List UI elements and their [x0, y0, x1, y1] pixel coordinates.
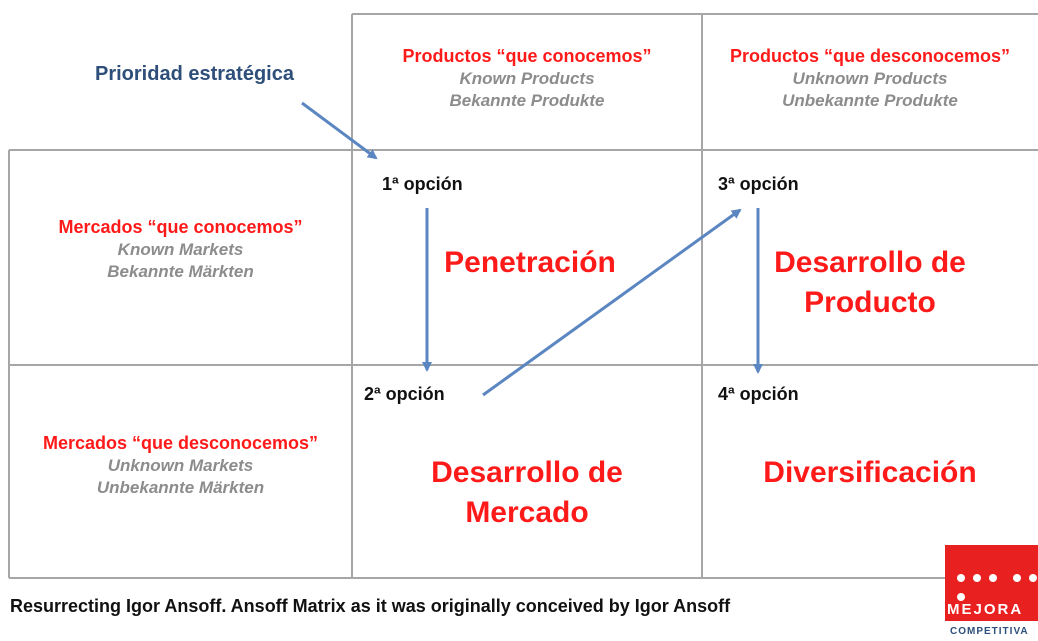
- logo-dot: [1013, 574, 1021, 582]
- col2-de: Unbekannte Produkte: [782, 91, 958, 110]
- strategy-mercado-line2: Mercado: [465, 496, 589, 529]
- row2-de: Unbekannte Märkten: [96, 478, 265, 497]
- strategy-penetracion-line1: Penetración: [444, 246, 616, 279]
- strategy-producto-line1: Desarrollo de: [774, 246, 966, 279]
- option-1-label: 1ª opción: [382, 174, 463, 194]
- logo-dot: [973, 574, 981, 582]
- arrow-priority: [301, 101, 378, 160]
- arrow-2-to-3: [482, 208, 742, 397]
- strategy-diversificacion: Diversificación: [702, 453, 1038, 493]
- strategy-mercado-line1: Desarrollo de: [431, 456, 623, 489]
- logo-dot: [989, 574, 997, 582]
- logo-subtitle: COMPETITIVA: [950, 626, 1029, 637]
- col2-es: Productos “que desconocemos”: [729, 46, 1011, 66]
- col2-en: Unknown Products: [792, 69, 948, 88]
- logo-name: MEJORA: [947, 601, 1024, 618]
- caption: Resurrecting Igor Ansoff. Ansoff Matrix …: [10, 596, 731, 616]
- strategy-desarrollo-producto: Desarrollo de Producto: [702, 243, 1038, 323]
- logo-dot: [957, 593, 965, 601]
- option-4-label: 4ª opción: [718, 384, 799, 404]
- option-2-label: 2ª opción: [364, 384, 445, 404]
- col1-en: Known Products: [459, 69, 595, 88]
- column-header-known-products: Productos “que conocemos” Known Products…: [352, 45, 702, 112]
- strategy-penetracion: Penetración: [380, 243, 680, 283]
- row2-en: Unknown Markets: [107, 456, 254, 475]
- option-3-label: 3ª opción: [718, 174, 799, 194]
- strategy-producto-line2: Producto: [804, 286, 936, 319]
- col1-es: Productos “que conocemos”: [402, 46, 652, 66]
- row-header-unknown-markets: Mercados “que desconocemos” Unknown Mark…: [9, 432, 352, 499]
- col1-de: Bekannte Produkte: [449, 91, 605, 110]
- mejora-logo: MEJORA: [945, 545, 1038, 621]
- row2-es: Mercados “que desconocemos”: [42, 433, 319, 453]
- strategy-diversificacion-line1: Diversificación: [763, 456, 977, 489]
- strategic-priority-label: Prioridad estratégica: [95, 63, 294, 85]
- logo-dot: [957, 574, 965, 582]
- row-header-known-markets: Mercados “que conocemos” Known Markets B…: [9, 216, 352, 283]
- row1-es: Mercados “que conocemos”: [58, 217, 303, 237]
- logo-dot: [1029, 574, 1037, 582]
- column-header-unknown-products: Productos “que desconocemos” Unknown Pro…: [702, 45, 1038, 112]
- row1-de: Bekannte Märkten: [107, 262, 254, 281]
- row1-en: Known Markets: [117, 240, 244, 259]
- strategy-desarrollo-mercado: Desarrollo de Mercado: [352, 453, 702, 533]
